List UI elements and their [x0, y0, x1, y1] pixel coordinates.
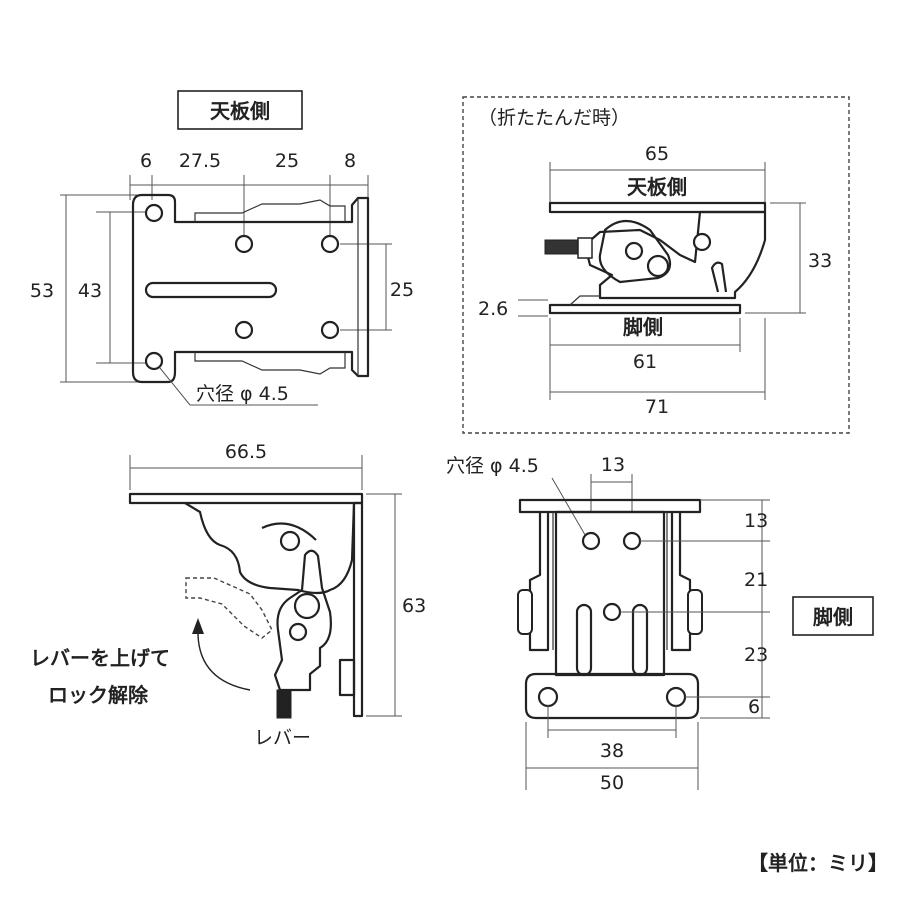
- lever-instruction-1: レバーを上げて: [30, 646, 170, 670]
- dim-folded-2-6: 2.6: [478, 298, 508, 320]
- dim-leg-21: 21: [744, 569, 768, 591]
- dim-top-6: 6: [140, 150, 152, 172]
- folded-top-label: 天板側: [627, 175, 687, 199]
- dim-leg-13: 13: [744, 510, 768, 532]
- dim-top-8: 8: [344, 150, 356, 172]
- dim-leg-38: 38: [600, 740, 624, 762]
- lever-instruction-2: ロック解除: [48, 683, 149, 707]
- top-hole-6: [320, 320, 340, 340]
- dim-folded-71: 71: [645, 396, 669, 418]
- leg-hole-3: [602, 602, 622, 622]
- folded-frame: [462, 96, 850, 434]
- top-hole-5: [234, 320, 254, 340]
- dim-folded-61: 61: [633, 351, 657, 373]
- dim-leg-50: 50: [600, 772, 624, 794]
- top-plate-outline: [131, 193, 370, 384]
- top-hole-3: [234, 234, 254, 254]
- folded-leg-plate: [548, 303, 742, 315]
- leg-view: 穴径 φ 4.5 13 13: [446, 454, 874, 794]
- dim-leg-23: 23: [744, 644, 768, 666]
- leg-slot-2: [631, 603, 649, 677]
- unit-label: 【単位：ミリ】: [748, 851, 888, 875]
- leg-slot-1: [575, 603, 593, 677]
- top-hole-2: [144, 351, 164, 371]
- top-title-box: [177, 90, 303, 130]
- top-slot: [144, 281, 278, 299]
- dim-top-53: 53: [30, 280, 54, 302]
- leg-hole-1: [581, 531, 601, 551]
- dim-folded-33: 33: [808, 250, 832, 272]
- folded-leg-label: 脚側: [623, 315, 663, 339]
- dim-side-63: 63: [402, 595, 426, 617]
- top-view: 天板側 6 27.5 25 8 53 43 25: [30, 90, 414, 406]
- leg-hole-4: [537, 686, 559, 708]
- dim-top-43: 43: [78, 280, 102, 302]
- leg-hole-2: [622, 531, 642, 551]
- dim-leg-13-top: 13: [601, 454, 625, 476]
- leg-bottom-plate: [524, 672, 700, 720]
- leg-top-plate: [518, 498, 702, 514]
- hole-label-top: 穴径 φ 4.5: [196, 383, 289, 405]
- lever-label: レバー: [254, 727, 311, 749]
- dim-folded-65: 65: [645, 143, 669, 165]
- dim-top-25v: 25: [390, 279, 414, 301]
- leg-side-box: [792, 596, 874, 636]
- leg-hole-5: [665, 686, 687, 708]
- dim-top-25: 25: [275, 150, 299, 172]
- side-top-plate: [128, 492, 364, 505]
- dim-top-27-5: 27.5: [179, 150, 221, 172]
- top-title: 天板側: [210, 99, 270, 123]
- dim-side-66-5: 66.5: [225, 441, 267, 463]
- dim-leg-6: 6: [748, 696, 760, 718]
- leg-side-label: 脚側: [813, 605, 853, 629]
- top-hole-4: [320, 234, 340, 254]
- top-hole-1: [144, 203, 164, 223]
- hole-label-bottom: 穴径 φ 4.5: [446, 455, 539, 477]
- folded-body: [583, 210, 767, 300]
- side-view: 66.5 63 レバーを上げて ロック解除 レバー: [30, 441, 426, 749]
- folded-view: （折たたんだ時） 65 天板側 33 2.6 脚側: [462, 96, 850, 434]
- folded-title: （折たたんだ時）: [478, 107, 630, 129]
- folded-top-plate: [548, 201, 767, 214]
